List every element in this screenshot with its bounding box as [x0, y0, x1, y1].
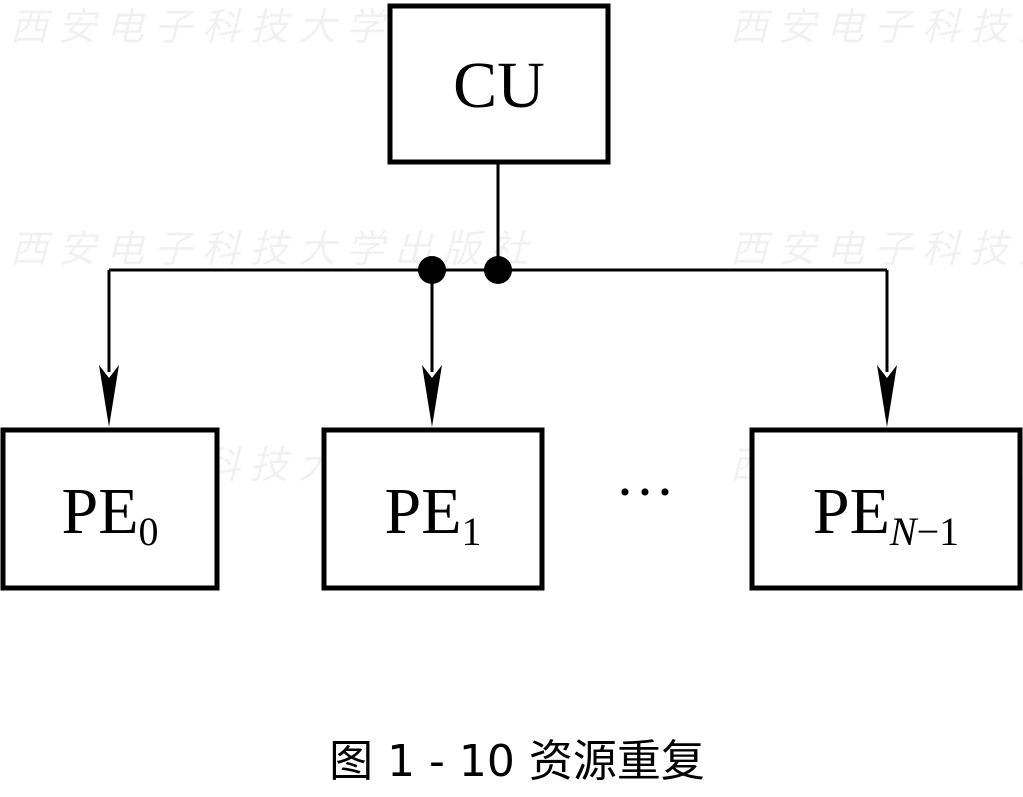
watermark-mid-right: 西安电子科技大学出版社 — [730, 227, 1023, 271]
pe1-subscript: 1 — [462, 509, 482, 554]
pen-node: PEN−1 — [749, 427, 1023, 591]
arrowhead-pe0 — [99, 365, 119, 427]
pen-subscript-var: N — [889, 509, 919, 554]
pe0-subscript: 0 — [139, 509, 159, 554]
pe1-name: PE — [384, 475, 461, 548]
pe1-box — [321, 427, 545, 591]
pe0-name: PE — [61, 475, 138, 548]
pe0-node: PE0 — [0, 427, 220, 591]
arrowhead-pe1 — [422, 365, 442, 427]
pe1-label: PE1 — [384, 475, 481, 554]
pe0-label: PE0 — [61, 475, 158, 554]
arrowhead-pen — [877, 365, 897, 427]
pen-subscript-rest: −1 — [917, 509, 960, 554]
junction-dot-right — [484, 256, 512, 284]
cu-node: CU — [387, 3, 611, 165]
cu-label: CU — [453, 49, 545, 122]
watermark-mid-left: 西安电子科技大学出版社 — [10, 227, 538, 271]
pen-box — [749, 427, 1023, 591]
ellipsis: ··· — [615, 459, 675, 525]
pe1-node: PE1 — [321, 427, 545, 591]
pen-label: PEN−1 — [813, 475, 959, 554]
figure-caption: 图 1 - 10 资源重复 — [329, 736, 705, 787]
pe0-box — [0, 427, 220, 591]
pen-name: PE — [813, 475, 890, 548]
junction-dot-left — [418, 256, 446, 284]
arrowheads — [99, 365, 897, 427]
watermark-top-right: 西安电子科技大学出版社 — [730, 5, 1023, 49]
cu-box — [387, 3, 611, 165]
